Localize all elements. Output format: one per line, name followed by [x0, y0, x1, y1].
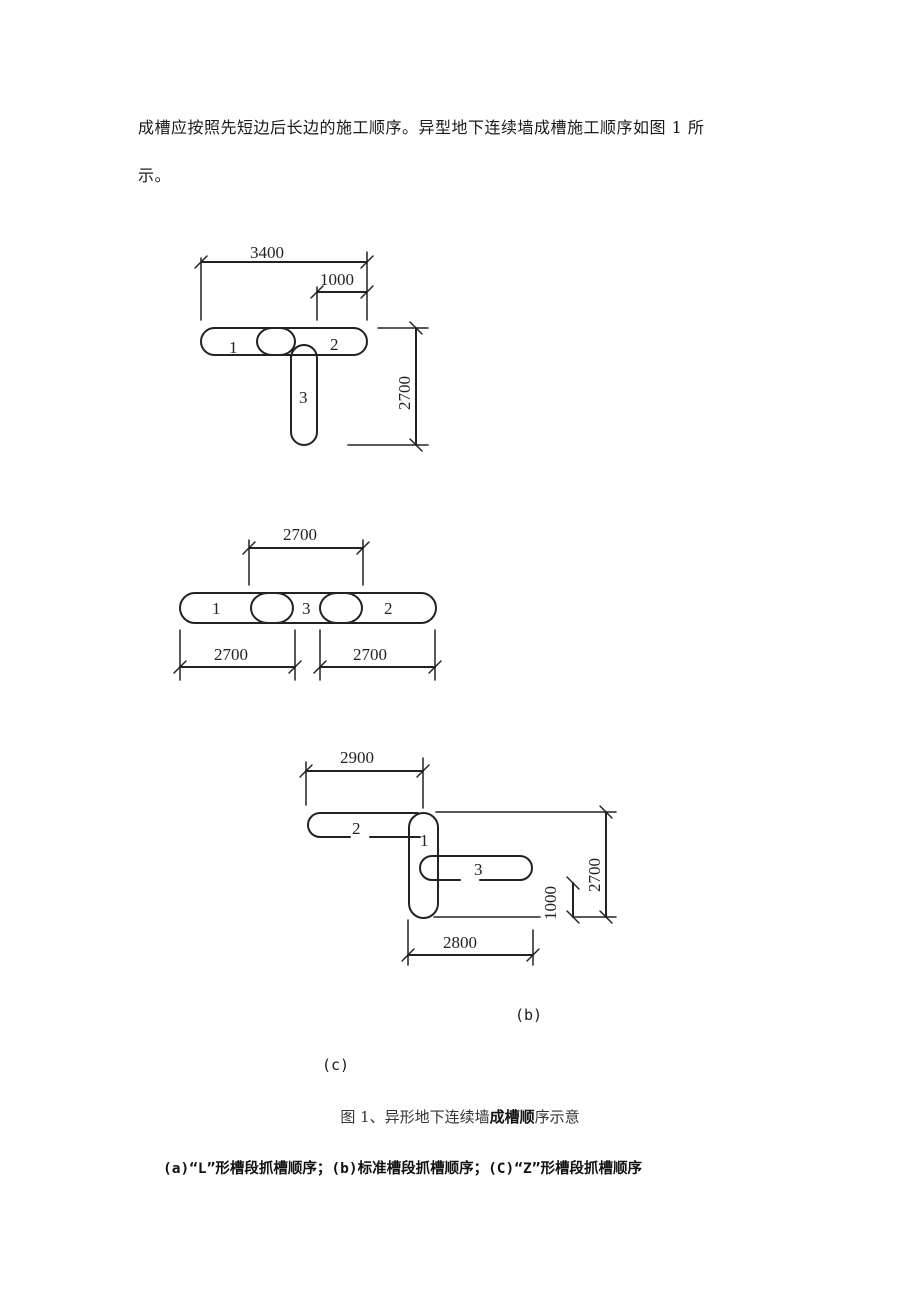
dim-a-top-total: 3400 [250, 243, 284, 262]
seg-b-3: 3 [302, 599, 311, 618]
trench-segment-1-2 [200, 327, 368, 356]
caption-prefix: 图 1、异形地下连续墙 [340, 1108, 490, 1126]
figure-a-l-shape [194, 251, 429, 452]
seg-c-1: 1 [420, 831, 429, 850]
seg-b-2: 2 [384, 599, 393, 618]
figure-caption: 图 1、异形地下连续墙成槽顺序示意 [0, 1106, 920, 1127]
grab-oval-right [319, 592, 363, 624]
grab-oval [256, 327, 296, 356]
trench-segment-2 [307, 812, 421, 838]
dim-c-bottom: 2800 [443, 933, 477, 952]
caption-bold: 成槽顺 [489, 1108, 535, 1126]
dim-b-top-middle: 2700 [283, 525, 317, 544]
grab-oval-left [250, 592, 294, 624]
dim-a-right-vertical: 2700 [395, 376, 414, 410]
seg-a-2: 2 [330, 335, 339, 354]
dim-c-top-left: 2900 [340, 748, 374, 767]
seg-c-3: 3 [474, 860, 483, 879]
body-paragraph-line-2: 示。 [138, 166, 172, 185]
dim-c-right-outer: 2700 [585, 858, 604, 892]
dim-a-top-right: 1000 [320, 270, 354, 289]
figure-label-c: (c) [322, 1056, 350, 1074]
trench-segment-3 [290, 344, 318, 446]
dim-c-right-inner: 1000 [541, 886, 560, 920]
trench-segment-3 [419, 855, 533, 881]
seg-c-2: 2 [352, 819, 361, 838]
caption-suffix: 序示意 [534, 1108, 580, 1126]
seg-a-1: 1 [229, 338, 238, 357]
figure-label-b: (b) [515, 1006, 543, 1024]
figure-c-z-shape [299, 757, 617, 966]
dim-b-bottom-right: 2700 [353, 645, 387, 664]
seg-b-1: 1 [212, 599, 221, 618]
trench-standard [179, 592, 437, 624]
figure-b-standard [173, 539, 442, 681]
seg-a-3: 3 [299, 388, 308, 407]
figure-subcaption: (a)“L”形槽段抓槽顺序；(b)标准槽段抓槽顺序；(C)“Z”形槽段抓槽顺序 [163, 1161, 642, 1177]
body-paragraph-line-1: 成槽应按照先短边后长边的施工顺序。异型地下连续墙成槽施工顺序如图 1 所 [138, 118, 705, 137]
dim-b-bottom-left: 2700 [214, 645, 248, 664]
trench-segment-1 [408, 812, 439, 919]
